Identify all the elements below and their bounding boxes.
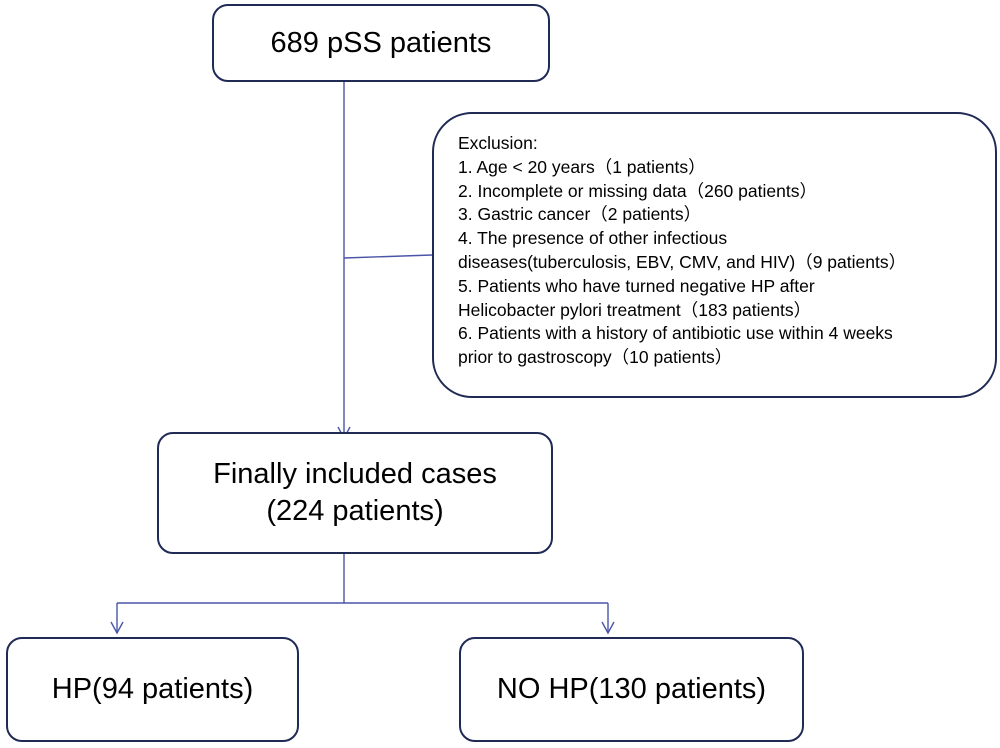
exclusion-heading: Exclusion:: [458, 133, 538, 153]
exclusion-line: 4. The presence of other infectious: [458, 228, 728, 249]
final-node-count: (224 patients): [266, 495, 444, 527]
hp-node-label: HP(94 patients): [51, 673, 254, 705]
exclusion-line: 2. Incomplete or missing data（260 patien…: [458, 180, 817, 201]
hp-node: HP(94 patients): [6, 637, 299, 742]
exclusion-line: diseases(tuberculosis, EBV, CMV, and HIV…: [458, 251, 907, 272]
arrowhead-hp: [110, 621, 124, 635]
exclusion-line: 3. Gastric cancer（2 patients）: [458, 204, 702, 225]
connector-to-exclusion: [343, 254, 433, 259]
start-node-label: 689 pSS patients: [270, 26, 492, 59]
exclusion-line: prior to gastroscopy（10 patients）: [458, 347, 733, 368]
exclusion-node: Exclusion: 1. Age < 20 years（1 patients）…: [432, 112, 997, 398]
exclusion-line: 1. Age < 20 years（1 patients）: [458, 156, 706, 177]
arrowhead-no-hp: [601, 621, 615, 635]
final-node: Finally included cases (224 patients): [157, 432, 553, 554]
exclusion-line: Helicobacter pylori treatment（183 patien…: [458, 299, 812, 320]
final-node-label: Finally included cases: [213, 458, 497, 490]
exclusion-line: 6. Patients with a history of antibiotic…: [458, 323, 893, 344]
no-hp-node: NO HP(130 patients): [459, 637, 804, 742]
start-node: 689 pSS patients: [212, 4, 550, 82]
exclusion-line: 5. Patients who have turned negative HP …: [458, 275, 815, 296]
no-hp-node-label: NO HP(130 patients): [496, 673, 767, 705]
